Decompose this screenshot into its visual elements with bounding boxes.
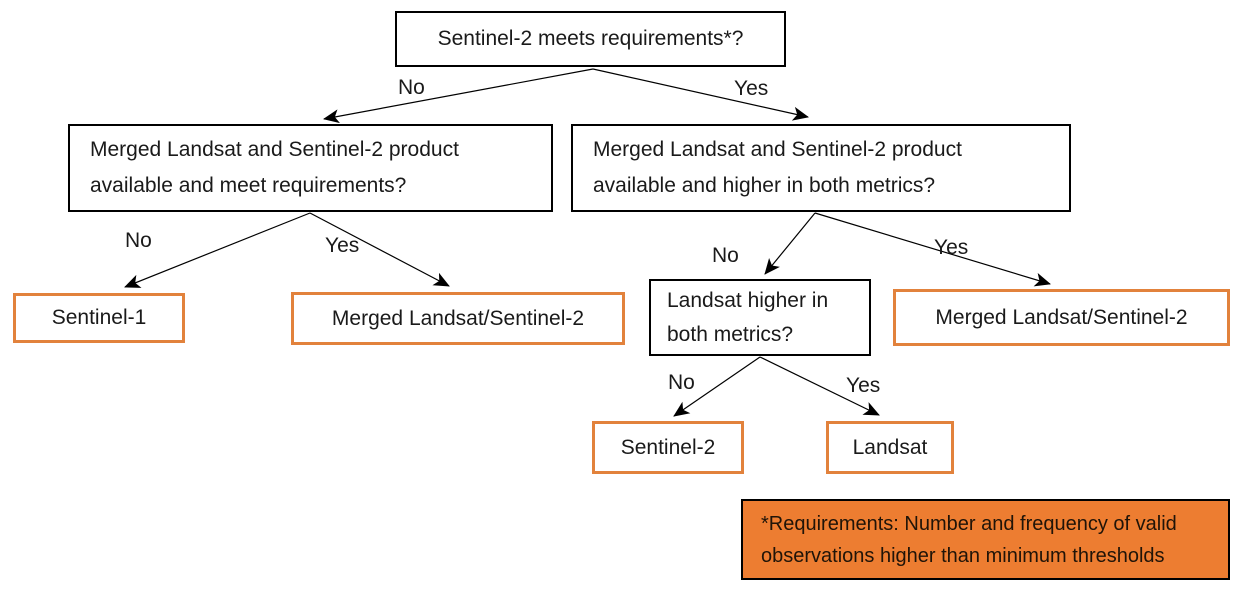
decision-right-line2: available and higher in both metrics?: [593, 174, 936, 197]
outcome-sentinel-1-label: Sentinel-1: [51, 306, 147, 329]
outcome-sentinel-1: Sentinel-1: [13, 293, 185, 343]
edge-label-landsat-yes: Yes: [846, 374, 881, 397]
edge-label-left-no: No: [125, 229, 152, 252]
edge-label-right-no: No: [712, 244, 739, 267]
decision-landsat-line1: Landsat higher in: [667, 288, 829, 312]
decision-merged-available-higher-both-metrics: Merged Landsat and Sentinel-2 product av…: [571, 124, 1071, 212]
edge-label-root-no: No: [398, 76, 425, 99]
edge-landsat-yes-line: [759, 356, 880, 416]
edge-label-root-yes: Yes: [734, 77, 769, 100]
decision-landsat-higher-both-metrics: Landsat higher in both metrics?: [649, 279, 871, 356]
edge-label-landsat-no: No: [668, 371, 695, 394]
edge-left-yes-line: [309, 212, 450, 287]
decision-root-label: Sentinel-2 meets requirements*?: [437, 27, 744, 50]
outcome-landsat: Landsat: [826, 421, 954, 474]
edge-landsat-no-line: [673, 356, 761, 417]
edge-label-left-yes: Yes: [325, 234, 360, 257]
edge-root-yes-line: [592, 68, 809, 121]
outcome-merged-landsat-sentinel2-left: Merged Landsat/Sentinel-2: [291, 292, 625, 345]
outcome-merged-landsat-sentinel2-right: Merged Landsat/Sentinel-2: [893, 289, 1230, 346]
decision-landsat-line2: both metrics?: [667, 322, 794, 346]
edge-label-right-yes: Yes: [934, 236, 969, 259]
decision-merged-available-meets-requirements: Merged Landsat and Sentinel-2 product av…: [68, 124, 553, 212]
decision-right-line1: Merged Landsat and Sentinel-2 product: [593, 138, 962, 161]
requirements-footnote: *Requirements: Number and frequency of v…: [741, 499, 1230, 580]
outcome-sentinel-2-label: Sentinel-2: [620, 435, 716, 459]
edge-right-yes-line: [814, 212, 1051, 287]
outcome-merged-right-label: Merged Landsat/Sentinel-2: [935, 305, 1188, 329]
outcome-merged-left-label: Merged Landsat/Sentinel-2: [331, 306, 585, 330]
edge-right-no-line: [764, 212, 816, 275]
footnote-line1: *Requirements: Number and frequency of v…: [761, 512, 1177, 535]
edge-root-no-line: [323, 68, 594, 124]
outcome-sentinel-2: Sentinel-2: [592, 421, 744, 474]
decision-left-line2: available and meet requirements?: [90, 174, 407, 197]
footnote-line2: observations higher than minimum thresho…: [761, 544, 1165, 567]
outcome-landsat-label: Landsat: [852, 435, 928, 459]
decision-sentinel2-meets-requirements: Sentinel-2 meets requirements*?: [395, 11, 786, 67]
edge-left-no-line: [124, 212, 311, 288]
decision-left-line1: Merged Landsat and Sentinel-2 product: [90, 138, 459, 161]
